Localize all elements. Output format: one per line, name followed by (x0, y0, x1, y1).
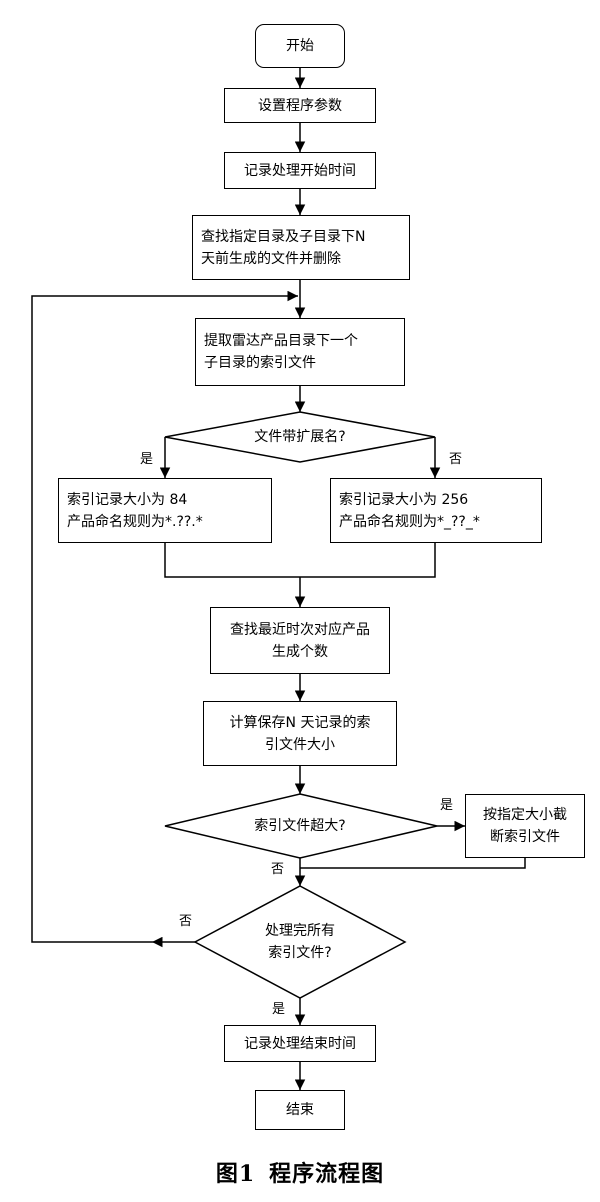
label-yes-done: 是 (272, 1002, 286, 1017)
record-end-node: 记录处理结束时间 (224, 1025, 376, 1062)
delete-old-node: 查找指定目录及子目录下N 天前生成的文件并删除 (192, 215, 410, 280)
calc-size-text-2: 引文件大小 (265, 736, 335, 753)
all-done-text-2: 索引文件? (268, 945, 332, 961)
all-done-text-1: 处理完所有 (265, 923, 335, 939)
branch-yes-node: 索引记录大小为 84 产品命名规则为*.??.* (58, 478, 272, 543)
set-params-text: 设置程序参数 (258, 97, 342, 114)
extract-index-node: 提取雷达产品目录下一个 子目录的索引文件 (195, 318, 405, 386)
start-node: 开始 (255, 24, 345, 68)
delete-old-text-1: 查找指定目录及子目录下N (201, 228, 366, 245)
extract-index-text-1: 提取雷达产品目录下一个 (204, 333, 358, 349)
delete-old-text-2: 天前生成的文件并删除 (201, 250, 341, 267)
branch-yes-text-2: 产品命名规则为*.??.* (67, 513, 203, 530)
figure-title: 程序流程图 (269, 1161, 385, 1187)
ext-decision-text: 文件带扩展名? (254, 429, 346, 445)
label-yes-size: 是 (440, 798, 454, 813)
end-text: 结束 (286, 1102, 314, 1118)
calc-size-node: 计算保存N 天记录的索 引文件大小 (203, 701, 397, 766)
start-text: 开始 (286, 38, 314, 54)
size-decision-text: 索引文件超大? (254, 818, 346, 834)
branch-yes-text-1: 索引记录大小为 84 (67, 491, 188, 508)
record-start-node: 记录处理开始时间 (224, 152, 376, 189)
branch-no-text-1: 索引记录大小为 256 (339, 491, 469, 508)
label-no-ext: 否 (449, 452, 463, 467)
branch-no-text-2: 产品命名规则为*_??_* (339, 513, 480, 530)
truncate-node: 按指定大小截 断索引文件 (465, 794, 585, 858)
find-count-text-1: 查找最近时次对应产品 (230, 621, 370, 638)
record-start-text: 记录处理开始时间 (244, 162, 356, 179)
line-branch-merge (164, 543, 436, 578)
arrow-loop-back (31, 290, 298, 943)
truncate-text-2: 断索引文件 (490, 829, 560, 845)
end-node: 结束 (255, 1090, 345, 1130)
set-params-node: 设置程序参数 (224, 88, 376, 123)
ext-decision-diamond (164, 411, 436, 463)
label-no-loop: 否 (179, 914, 193, 929)
record-end-text: 记录处理结束时间 (244, 1035, 356, 1052)
branch-no-node: 索引记录大小为 256 产品命名规则为*_??_* (330, 478, 542, 543)
size-decision-diamond (164, 793, 438, 859)
find-count-node: 查找最近时次对应产品 生成个数 (210, 607, 390, 674)
truncate-text-1: 按指定大小截 (483, 807, 567, 823)
label-no-size: 否 (271, 862, 285, 877)
extract-index-text-2: 子目录的索引文件 (204, 355, 316, 371)
line-truncate-return (300, 858, 526, 869)
calc-size-text-1: 计算保存N 天记录的索 (229, 714, 371, 731)
label-yes-ext: 是 (140, 452, 154, 467)
figure-number: 图1 (215, 1161, 256, 1187)
all-done-decision-diamond (193, 885, 407, 999)
figure-caption: 图1 程序流程图 (0, 1156, 600, 1188)
find-count-text-2: 生成个数 (272, 643, 328, 660)
